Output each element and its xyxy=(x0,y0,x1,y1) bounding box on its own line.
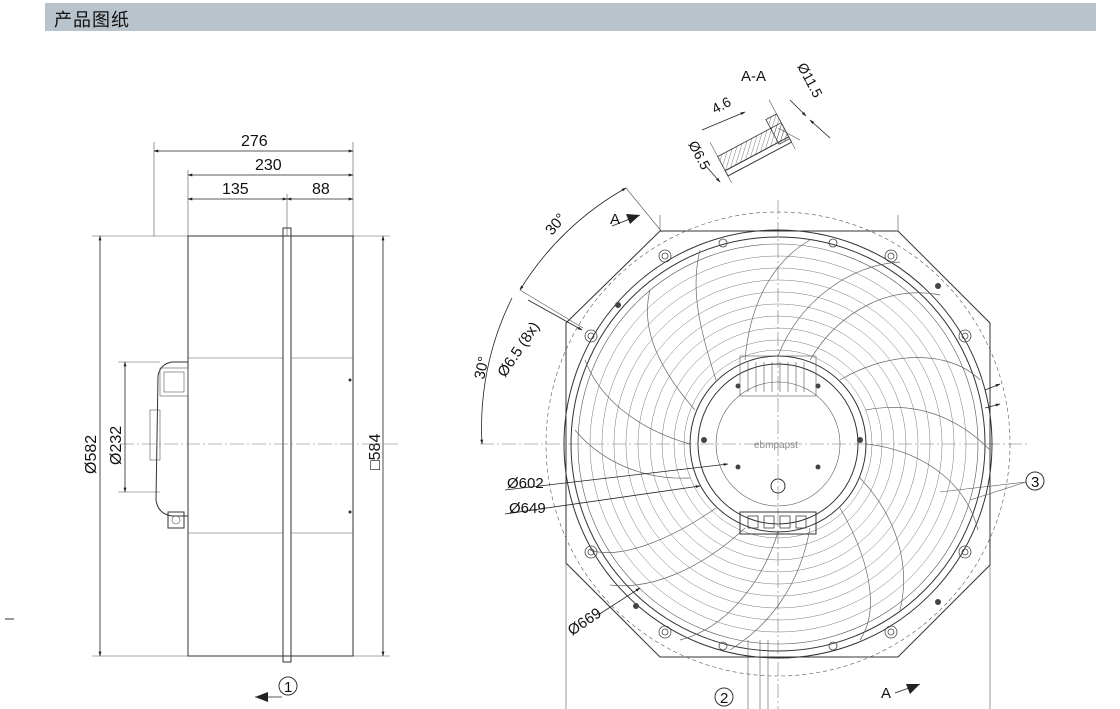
side-view: 276 230 135 88 Ø582 Ø232 □584 xyxy=(5,133,400,702)
callout-2: 2 xyxy=(720,690,728,707)
dim-dia232: Ø232 xyxy=(108,426,125,465)
dim-dia649: Ø649 xyxy=(509,500,546,517)
dim-4-6: 4.6 xyxy=(709,93,734,116)
dim-sq584: □584 xyxy=(367,434,384,470)
dim-dia582: Ø582 xyxy=(83,435,100,474)
angle-30-top: 30° xyxy=(542,210,570,238)
dim-dia669: Ø669 xyxy=(565,605,605,640)
brand-logo-text: ebmpapst xyxy=(754,440,798,451)
header-bar: 产品图纸 xyxy=(45,3,1096,31)
dim-dia6-5: Ø6.5 xyxy=(685,138,713,172)
dim-holes-dia6-5: Ø6.5 (8x) xyxy=(494,319,543,380)
callout-3: 3 xyxy=(1031,474,1039,491)
dim-dia11-5: Ø11.5 xyxy=(794,60,826,100)
dim-135: 135 xyxy=(222,181,249,198)
section-marker-a-top: A xyxy=(610,211,620,228)
callout-1: 1 xyxy=(284,679,292,696)
dim-dia602: Ø602 xyxy=(507,475,544,492)
angle-30-left: 30° xyxy=(471,355,492,381)
dim-276: 276 xyxy=(241,133,268,150)
front-view: ebmpapst 30° 30° Ø6.5 (8x) xyxy=(471,187,1045,709)
section-aa-detail: A-A 4.6 Ø11.5 Ø6.5 xyxy=(685,60,831,184)
page-title: 产品图纸 xyxy=(54,10,130,31)
dim-230: 230 xyxy=(255,157,282,174)
section-aa-label: A-A xyxy=(741,68,766,85)
section-marker-a-bottom: A xyxy=(881,685,891,702)
dim-88: 88 xyxy=(312,181,330,198)
